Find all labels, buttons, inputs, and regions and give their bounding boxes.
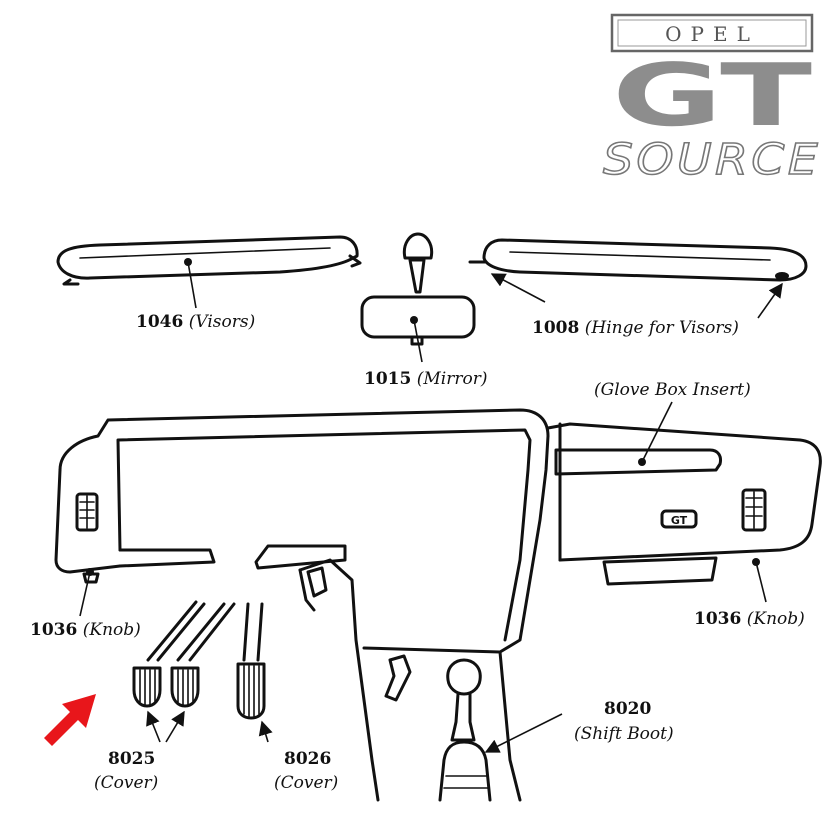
pedal-covers-drawing xyxy=(132,600,266,720)
label-8026-number: 8026 xyxy=(284,749,331,769)
gt-badge: GT xyxy=(671,514,688,527)
dashboard-drawing: GT xyxy=(54,408,822,802)
label-8025-number: 8025 xyxy=(108,749,155,769)
left-visor-drawing xyxy=(56,235,362,286)
logo-opel-text: OPEL xyxy=(665,22,759,46)
opel-gt-source-logo: OPEL GT SOURCE xyxy=(602,13,821,186)
logo-frame-inner xyxy=(617,19,807,47)
label-8020-desc: (Shift Boot) xyxy=(574,724,674,744)
red-pointer-arrow xyxy=(44,694,96,746)
label-8026-desc: (Cover) xyxy=(274,773,338,793)
label-8020-number: 8020 xyxy=(604,699,651,719)
label-mirror: 1015 (Mirror) xyxy=(364,369,487,389)
label-visors: 1046 (Visors) xyxy=(136,312,255,332)
right-visor-drawing xyxy=(468,238,808,282)
logo-source-text: SOURCE xyxy=(603,135,821,185)
rear-view-mirror-drawing xyxy=(360,232,476,346)
hinge-dot xyxy=(775,272,789,280)
label-knob-left: 1036 (Knob) xyxy=(30,620,141,640)
logo-gt-text: GT xyxy=(612,46,813,146)
label-8025-desc: (Cover) xyxy=(94,773,158,793)
label-glove-box-insert: (Glove Box Insert) xyxy=(594,380,751,400)
leader-lines xyxy=(79,258,783,753)
label-knob-right: 1036 (Knob) xyxy=(694,609,805,629)
label-hinge: 1008 (Hinge for Visors) xyxy=(532,318,739,338)
logo-frame xyxy=(610,13,814,53)
